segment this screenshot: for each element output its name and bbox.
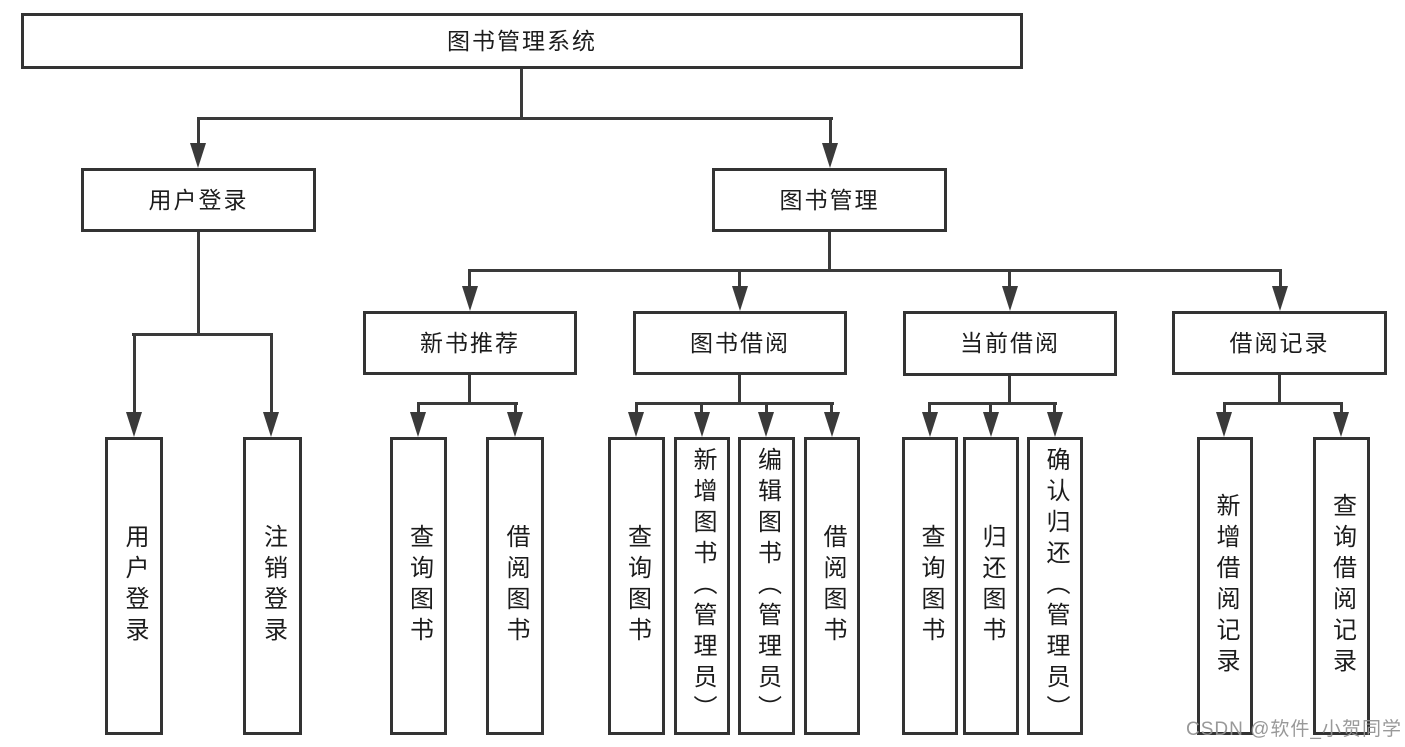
node-library-management-system: 图书管理系统 (21, 13, 1023, 69)
connector-line (1008, 269, 1011, 289)
connector-line (133, 333, 136, 414)
leaf-query-borrow-record: 查询借阅记录 (1313, 437, 1370, 735)
arrow-down-icon (1216, 412, 1232, 437)
connector-line (829, 117, 832, 147)
arrow-down-icon (758, 412, 774, 437)
arrow-down-icon (922, 412, 938, 437)
connector-line (635, 402, 638, 415)
node-borrowing-records: 借阅记录 (1172, 311, 1387, 375)
connector-line (1008, 376, 1011, 405)
node-book-management: 图书管理 (712, 168, 947, 232)
connector-line (270, 333, 273, 414)
arrow-down-icon (410, 412, 426, 437)
node-user-login: 用户登录 (81, 168, 316, 232)
connector-line (830, 402, 833, 415)
connector-line (928, 402, 1057, 405)
arrow-down-icon (628, 412, 644, 437)
arrow-down-icon (694, 412, 710, 437)
connector-line (417, 402, 420, 415)
leaf-user-login: 用户登录 (105, 437, 163, 735)
arrow-down-icon (190, 143, 206, 168)
leaf-edit-books-admin: 编辑图书（管理员） (738, 437, 795, 735)
connector-line (197, 117, 833, 120)
leaf-query-books-current: 查询图书 (902, 437, 958, 735)
arrow-down-icon (507, 412, 523, 437)
arrow-down-icon (824, 412, 840, 437)
connector-line (989, 402, 992, 415)
watermark-text: CSDN @软件_小贺同学 (1186, 719, 1402, 740)
connector-line (468, 375, 471, 405)
connector-line (738, 375, 741, 405)
node-current-borrowing: 当前借阅 (903, 311, 1117, 376)
connector-line (1340, 402, 1343, 415)
arrow-down-icon (1047, 412, 1063, 437)
connector-line (700, 402, 703, 415)
connector-line (928, 402, 931, 415)
connector-line (197, 232, 200, 336)
arrow-down-icon (983, 412, 999, 437)
connector-line (1053, 402, 1056, 415)
leaf-query-books-newrec: 查询图书 (390, 437, 447, 735)
connector-line (514, 402, 517, 415)
arrow-down-icon (822, 143, 838, 168)
connector-line (765, 402, 768, 415)
arrow-down-icon (1002, 286, 1018, 311)
connector-line (468, 269, 471, 289)
arrow-down-icon (462, 286, 478, 311)
connector-line (635, 402, 834, 405)
connector-line (197, 117, 200, 147)
connector-line (1223, 402, 1343, 405)
leaf-logout: 注销登录 (243, 437, 302, 735)
connector-line (132, 333, 273, 336)
arrow-down-icon (1333, 412, 1349, 437)
connector-line (828, 232, 831, 272)
leaf-confirm-return-admin: 确认归还（管理员） (1027, 437, 1083, 735)
connector-line (520, 69, 523, 118)
connector-line (1279, 269, 1282, 289)
leaf-query-books-borrow: 查询图书 (608, 437, 665, 735)
connector-line (738, 269, 741, 289)
connector-line (1223, 402, 1226, 415)
arrow-down-icon (732, 286, 748, 311)
connector-line (417, 402, 518, 405)
node-book-borrowing: 图书借阅 (633, 311, 847, 375)
leaf-return-books: 归还图书 (963, 437, 1019, 735)
leaf-borrow-books: 借阅图书 (804, 437, 860, 735)
node-new-book-recommendation: 新书推荐 (363, 311, 577, 375)
connector-line (1278, 375, 1281, 405)
connector-line (468, 269, 1282, 272)
leaf-add-borrow-record: 新增借阅记录 (1197, 437, 1253, 735)
arrow-down-icon (263, 412, 279, 437)
leaf-add-books-admin: 新增图书（管理员） (674, 437, 730, 735)
arrow-down-icon (1272, 286, 1288, 311)
arrow-down-icon (126, 412, 142, 437)
leaf-borrow-books-newrec: 借阅图书 (486, 437, 544, 735)
